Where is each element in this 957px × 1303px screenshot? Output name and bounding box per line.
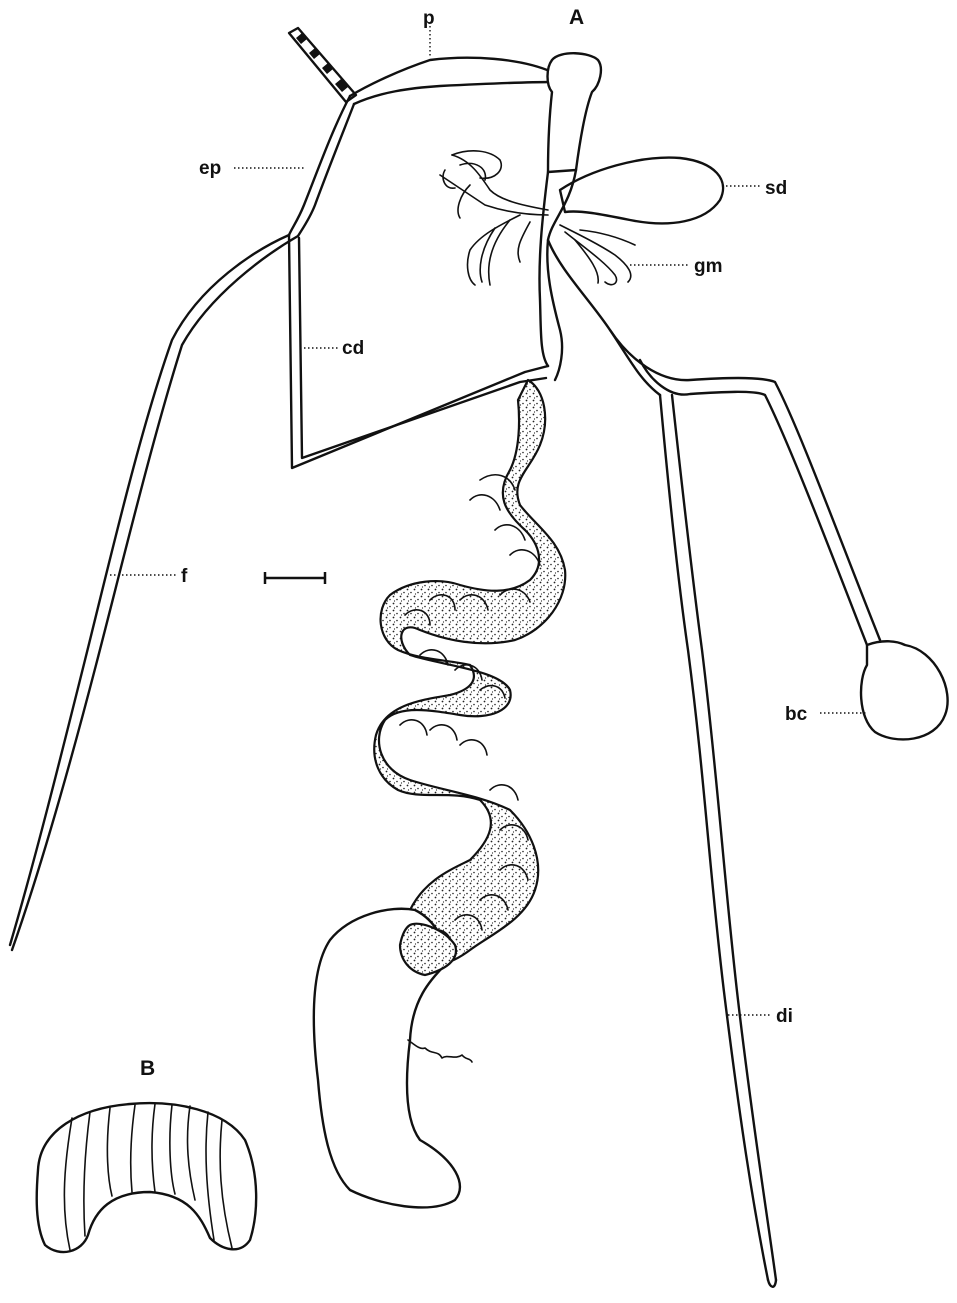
diverticulum: [660, 395, 776, 1287]
label-cd: cd: [342, 338, 364, 359]
panel-b-label: B: [140, 1057, 155, 1080]
label-gm: gm: [694, 256, 723, 277]
label-f: f: [181, 566, 188, 587]
penis-epiphallus: [289, 58, 552, 236]
panel-b-crescent: [37, 1103, 256, 1252]
common-duct: [289, 235, 548, 468]
label-p: p: [423, 8, 435, 29]
convoluted-tube: [374, 380, 565, 965]
label-ep: ep: [199, 158, 221, 179]
lower-lobe: [314, 909, 472, 1208]
flagellum: [10, 235, 298, 950]
panel-a-label: A: [569, 6, 584, 29]
atrium: [548, 53, 601, 172]
label-di: di: [776, 1006, 793, 1027]
label-sd: sd: [765, 178, 787, 199]
bc-bulb: [861, 641, 948, 739]
penis-tip: [289, 28, 356, 102]
scale-bar: [265, 572, 325, 584]
sd-sac: [560, 158, 723, 224]
label-bc: bc: [785, 704, 808, 725]
bursa-duct: [610, 330, 880, 645]
